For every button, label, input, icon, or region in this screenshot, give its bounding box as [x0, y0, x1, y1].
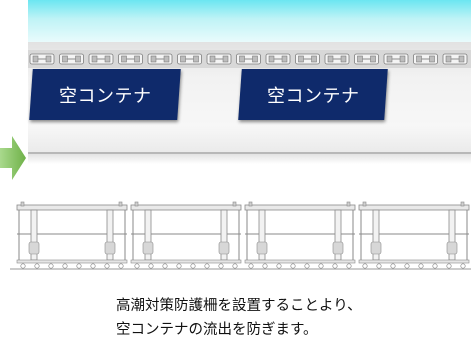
rail-link	[59, 53, 84, 65]
rail-link	[442, 53, 468, 65]
rail-link	[324, 53, 350, 65]
empty-container-right: 空コンテナ	[238, 69, 388, 120]
container-label: 空コンテナ	[58, 85, 152, 107]
rail-link	[413, 53, 438, 65]
rail-link	[265, 53, 291, 65]
caption-text: 高潮対策防護柵を設置することより、 空コンテナの流出を防ぎます。	[116, 294, 466, 342]
sky-band	[28, 0, 471, 42]
empty-container-left: 空コンテナ	[29, 69, 181, 120]
barrier-unit	[16, 201, 128, 269]
yard-edge-line	[28, 152, 471, 154]
rail-link	[354, 53, 379, 65]
rail-link	[118, 53, 143, 65]
rail-link	[88, 53, 114, 65]
rail-link	[147, 53, 173, 65]
yard-edge-shadow	[28, 154, 471, 164]
rail-link	[29, 53, 55, 65]
rail-link	[236, 53, 261, 65]
rail-link	[383, 53, 409, 65]
rail-link	[206, 53, 232, 65]
barrier-unit	[358, 201, 470, 269]
barrier-rail-links	[29, 53, 468, 65]
rail-link	[177, 53, 202, 65]
rail-link	[295, 53, 320, 65]
barrier-unit	[244, 201, 356, 269]
caption-line-1: 高潮対策防護柵を設置することより、	[116, 298, 362, 314]
green-arrow-icon	[0, 136, 26, 180]
barrier-unit	[130, 201, 242, 269]
container-label: 空コンテナ	[266, 85, 360, 107]
barrier-fence-row	[10, 201, 471, 270]
caption-line-2: 空コンテナの流出を防ぎます。	[116, 322, 318, 338]
